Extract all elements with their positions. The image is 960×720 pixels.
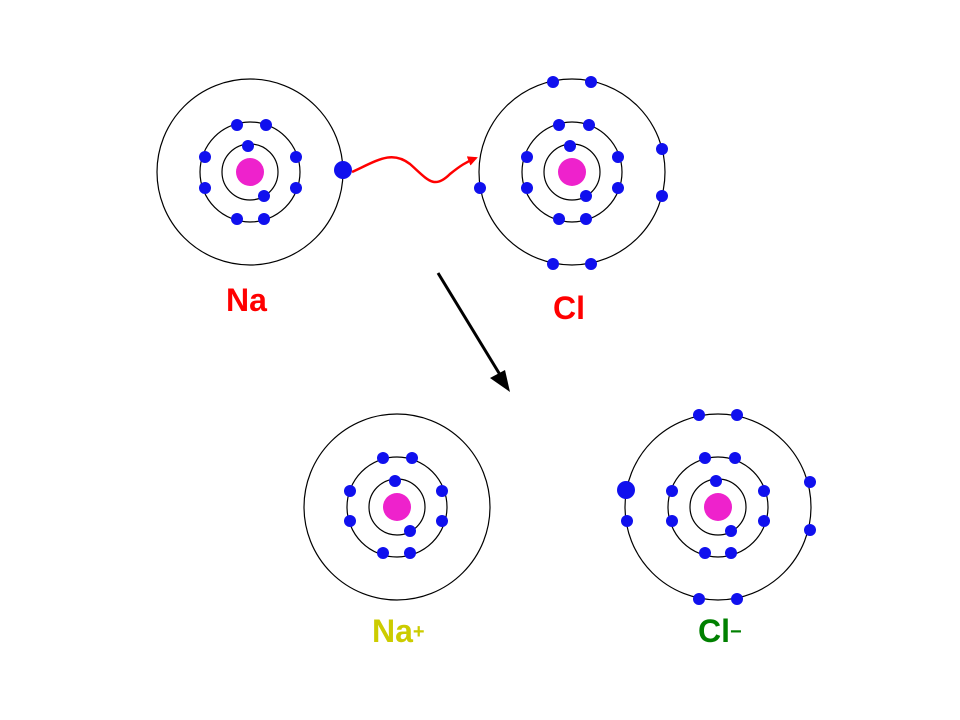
sodium-symbol: Na xyxy=(226,282,267,318)
electron xyxy=(474,182,486,194)
electron xyxy=(389,475,401,487)
electron xyxy=(290,151,302,163)
electron xyxy=(199,182,211,194)
electron xyxy=(553,119,565,131)
reaction-arrow-shaft xyxy=(436,272,504,379)
electron xyxy=(666,515,678,527)
electron xyxy=(260,119,272,131)
chlorine-atom xyxy=(474,76,668,270)
shell-3-orbit xyxy=(478,78,666,266)
chloride-ion-symbol: Cl xyxy=(698,613,730,649)
electron xyxy=(547,76,559,88)
electron xyxy=(377,452,389,464)
electron xyxy=(693,593,705,605)
sodium-ion xyxy=(303,413,491,601)
reaction-arrow-head xyxy=(490,370,510,392)
electron xyxy=(521,151,533,163)
sodium-atom xyxy=(156,78,352,266)
electron xyxy=(242,140,254,152)
electron xyxy=(729,452,741,464)
electron xyxy=(710,475,722,487)
electron xyxy=(666,485,678,497)
electron xyxy=(693,409,705,421)
sodium-ion-label: Na+ xyxy=(372,615,425,647)
electron xyxy=(612,182,624,194)
shell-2-orbit xyxy=(521,121,623,223)
electron xyxy=(580,213,592,225)
gained-electron xyxy=(617,481,635,499)
shell-2-orbit xyxy=(346,456,448,558)
electron xyxy=(406,452,418,464)
electron xyxy=(621,515,633,527)
chloride-ion xyxy=(617,409,816,605)
electron xyxy=(199,151,211,163)
electron xyxy=(231,213,243,225)
electron xyxy=(804,524,816,536)
sodium-ion-symbol: Na xyxy=(372,613,413,649)
nucleus xyxy=(383,493,411,521)
electron xyxy=(725,547,737,559)
sodium-ion-charge: + xyxy=(412,621,425,643)
electron-transfer-arrow xyxy=(351,155,478,184)
electron xyxy=(804,476,816,488)
electron xyxy=(612,151,624,163)
electron xyxy=(731,409,743,421)
nucleus xyxy=(558,158,586,186)
sodium-label: Na xyxy=(226,284,267,316)
shell-3-orbit xyxy=(624,413,812,601)
electron xyxy=(231,119,243,131)
chlorine-label: Cl xyxy=(553,292,585,324)
shell-2-orbit xyxy=(667,456,769,558)
electron xyxy=(404,547,416,559)
electron xyxy=(404,525,416,537)
electron xyxy=(725,525,737,537)
electron xyxy=(585,76,597,88)
electron xyxy=(585,258,597,270)
electron xyxy=(290,182,302,194)
valence-electron xyxy=(334,161,352,179)
electron xyxy=(699,547,711,559)
electron xyxy=(583,119,595,131)
electron xyxy=(656,143,668,155)
electron xyxy=(547,258,559,270)
electron xyxy=(699,452,711,464)
electron xyxy=(553,213,565,225)
electron xyxy=(258,190,270,202)
electron xyxy=(377,547,389,559)
nucleus xyxy=(704,493,732,521)
electron xyxy=(656,190,668,202)
electron xyxy=(521,182,533,194)
electron xyxy=(344,515,356,527)
electron xyxy=(436,515,448,527)
shell-3-orbit xyxy=(303,413,491,601)
electron xyxy=(758,485,770,497)
chloride-ion-charge: − xyxy=(730,621,742,643)
electron xyxy=(580,190,592,202)
electron xyxy=(344,485,356,497)
electron xyxy=(564,140,576,152)
shell-2-orbit xyxy=(199,121,301,223)
chloride-ion-label: Cl− xyxy=(698,615,742,647)
electron xyxy=(731,593,743,605)
electron xyxy=(758,515,770,527)
electron xyxy=(258,213,270,225)
electron xyxy=(436,485,448,497)
chlorine-symbol: Cl xyxy=(553,290,585,326)
nucleus xyxy=(236,158,264,186)
